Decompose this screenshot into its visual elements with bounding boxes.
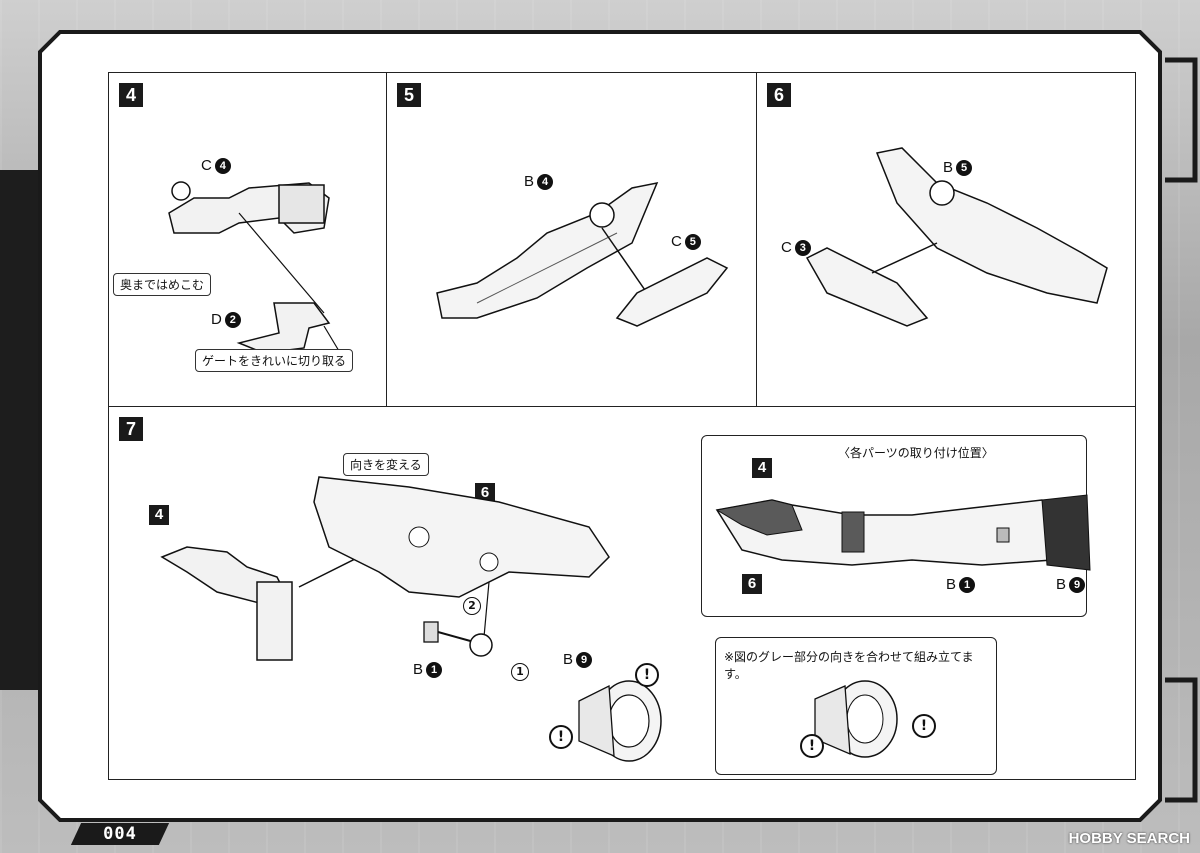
step-7-panel: 7 4 向きを変える 6 2 1 B 1 B 9 [108, 406, 1136, 780]
part-letter: B [524, 173, 535, 190]
reverse-orientation-note: 向きを変える [343, 453, 429, 476]
part-ref-d2: D 2 [211, 311, 241, 328]
part-letter: B [943, 159, 954, 176]
inset-title: 〈各パーツの取り付け位置〉 [838, 446, 994, 460]
part-number: 2 [224, 311, 241, 328]
part-number: 4 [214, 157, 231, 174]
part-letter: C [671, 233, 682, 250]
part-c5-drawing [601, 227, 729, 327]
caution-icon-3: ! [912, 714, 936, 738]
step-4-panel: 4 C 4 奥まではめこむ D 2 ゲートをきれいに切り取る [108, 72, 388, 408]
part-letter: C [781, 239, 792, 256]
part-number: 3 [794, 239, 811, 256]
part-c3-drawing [805, 242, 938, 327]
step-number: 4 [119, 83, 143, 107]
part-number: 9 [576, 651, 593, 668]
part-ref-b4: B 4 [524, 173, 554, 190]
part-b5-drawing [875, 147, 1108, 304]
part-letter: D [211, 311, 222, 328]
order-marker-1: 1 [511, 663, 529, 681]
part-ref-b1: B 1 [413, 661, 443, 678]
inset-part-4-label: 4 [752, 458, 772, 478]
part-b4-drawing [436, 181, 659, 319]
page-number: 004 [70, 823, 170, 845]
part-ref-c3: C 3 [781, 239, 811, 256]
cut-gate-note: ゲートをきれいに切り取る [195, 349, 354, 372]
part-number: 5 [956, 159, 973, 176]
part-letter: B [1056, 576, 1067, 593]
assembly-part-4-drawing [160, 546, 293, 661]
caution-icon-2: ! [549, 725, 573, 749]
part-b9-drawing [578, 680, 662, 762]
step-number: 6 [767, 83, 791, 107]
step-number: 5 [397, 83, 421, 107]
inset-orientation-caution: ※図のグレー部分の向きを合わせて組み立てます。 ! ! [715, 637, 997, 775]
step-number: 7 [119, 417, 143, 441]
caution-icon-1: ! [635, 663, 659, 687]
part-letter: B [946, 576, 957, 593]
caution-part-drawing [814, 680, 898, 758]
inset-part-ref-b1: B 1 [946, 576, 976, 593]
sub-part-4-label: 4 [149, 505, 169, 525]
part-c4-drawing [168, 181, 330, 314]
part-b1-drawing [423, 621, 493, 657]
press-fully-note: 奥まではめこむ [113, 273, 212, 296]
part-letter: B [413, 661, 424, 678]
part-number: 4 [537, 173, 554, 190]
sub-part-6-label: 6 [475, 483, 495, 503]
part-ref-b5: B 5 [943, 159, 973, 176]
part-number: 1 [959, 576, 976, 593]
caution-icon-4: ! [800, 734, 824, 758]
step-6-panel: 6 B 5 C 3 [756, 72, 1136, 408]
inset-part-6-label: 6 [742, 574, 762, 594]
inset-attachment-positions: 〈各パーツの取り付け位置〉 4 6 B 1 B 9 [701, 435, 1091, 617]
part-ref-b9: B 9 [563, 651, 593, 668]
inset-assembly-drawing [715, 494, 1091, 571]
part-letter: C [201, 157, 212, 174]
part-number: 9 [1069, 576, 1086, 593]
caution-text: ※図のグレー部分の向きを合わせて組み立てます。 [724, 650, 974, 681]
part-ref-c4: C 4 [201, 157, 231, 174]
watermark: HOBBY SEARCH [1068, 830, 1190, 847]
part-letter: B [563, 651, 574, 668]
part-ref-c5: C 5 [671, 233, 701, 250]
order-marker-2: 2 [463, 597, 481, 615]
part-number: 1 [426, 661, 443, 678]
assembly-part-6-drawing [298, 476, 610, 638]
instruction-sheet: 4 C 4 奥まではめこむ D 2 ゲートをきれいに切り取る 5 B 4 [48, 30, 1160, 820]
part-number: 5 [684, 233, 701, 250]
step-5-panel: 5 B 4 C 5 [386, 72, 758, 408]
inset-part-ref-b9: B 9 [1056, 576, 1086, 593]
